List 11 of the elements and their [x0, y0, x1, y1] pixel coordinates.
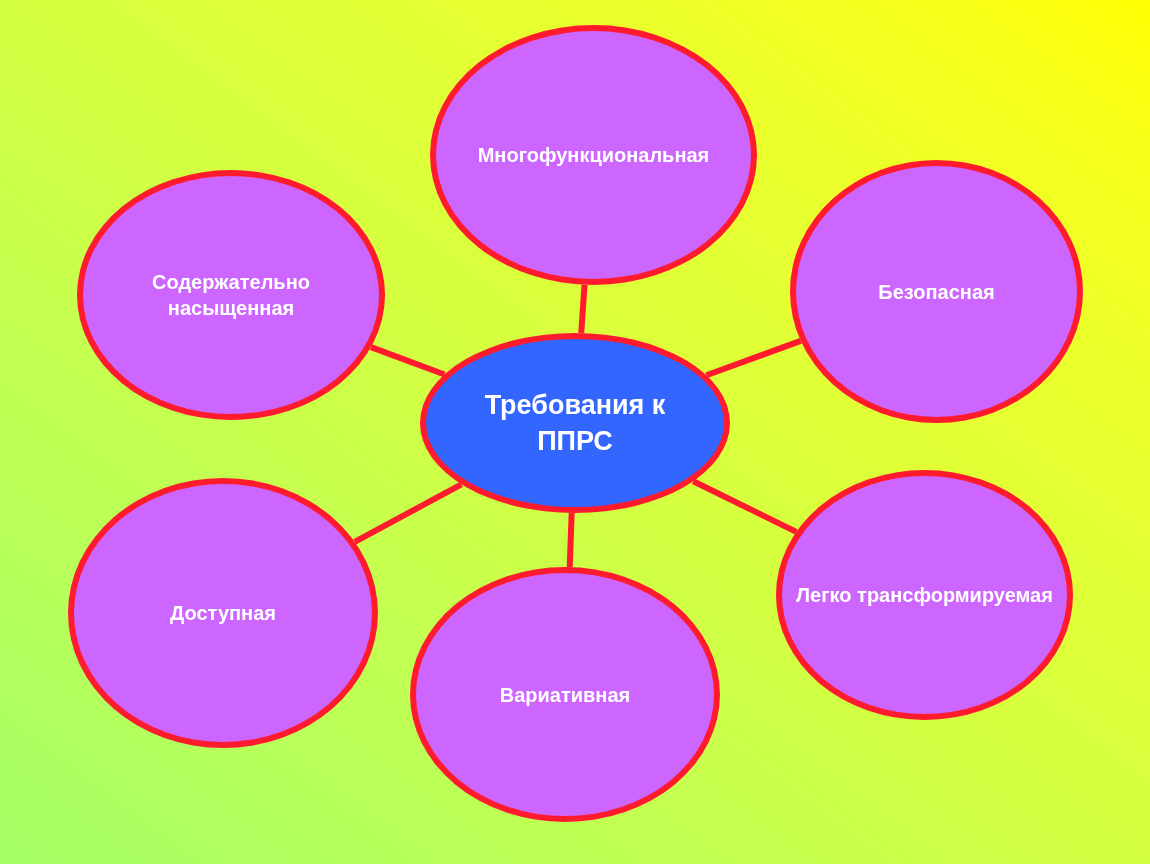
requirement-label: Доступная: [170, 601, 276, 626]
connector-line: [353, 481, 463, 545]
requirement-label: Содержательно насыщенная: [151, 270, 311, 321]
requirement-label: Безопасная: [878, 279, 995, 305]
central-title: Требования к ППРС: [483, 389, 667, 458]
connector-line: [566, 512, 575, 568]
connector-line: [578, 284, 588, 334]
requirement-label: Вариативная: [499, 682, 631, 708]
connector-line: [705, 338, 802, 379]
requirement-label: Многофункциональная: [477, 143, 710, 168]
requirement-label: Легко трансформируемая: [796, 583, 1053, 608]
